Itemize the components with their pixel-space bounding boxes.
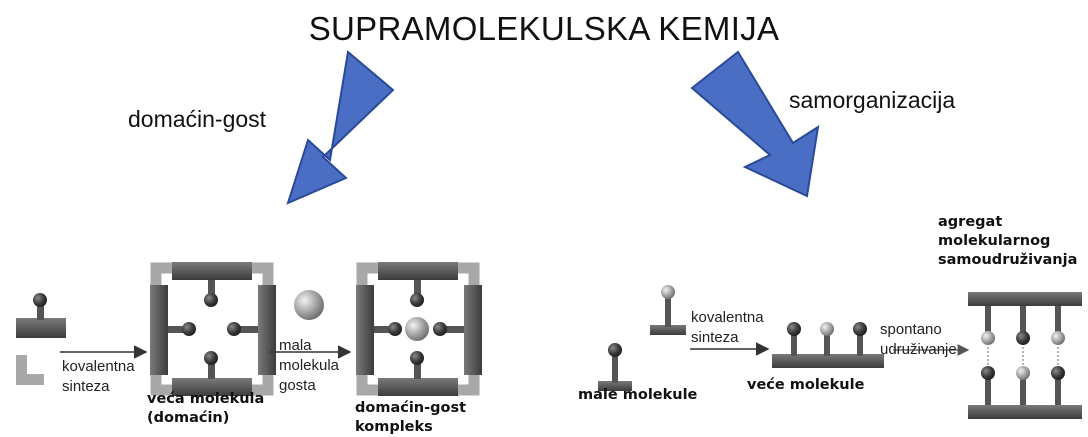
diagram-title: SUPRAMOLEKULSKA KEMIJA [308,10,780,47]
right-branch-arrow [690,50,820,198]
complex-label: domaćin-gost kompleks [355,400,467,435]
assembly-step-label: spontano udruživanje [880,321,957,358]
small-molecules [598,285,686,391]
reactant-blocks [16,293,66,385]
left-branch-arrow [286,50,395,205]
branch-label-host-guest: domaćin-gost [128,106,267,132]
larger-molecules-label: veće molekule [747,377,865,393]
host-guest-complex [356,262,482,396]
guest-step-label: mala molekula gosta [279,337,340,394]
host-molecule-label: veća molekula (domaćin) [147,391,265,426]
branch-label-self-organization: samorganizacija [789,87,956,113]
self-assembly-aggregate [968,292,1082,419]
larger-molecules [772,322,884,368]
host-molecule [150,262,276,396]
aggregate-label: agregat molekularnog samoudruživanja [938,214,1078,268]
guest-molecule [294,290,324,320]
right-step1-label: kovalentna sinteza [691,309,764,346]
left-step1-label: kovalentna sinteza [62,358,135,395]
small-molecules-label: male molekule [578,387,698,403]
